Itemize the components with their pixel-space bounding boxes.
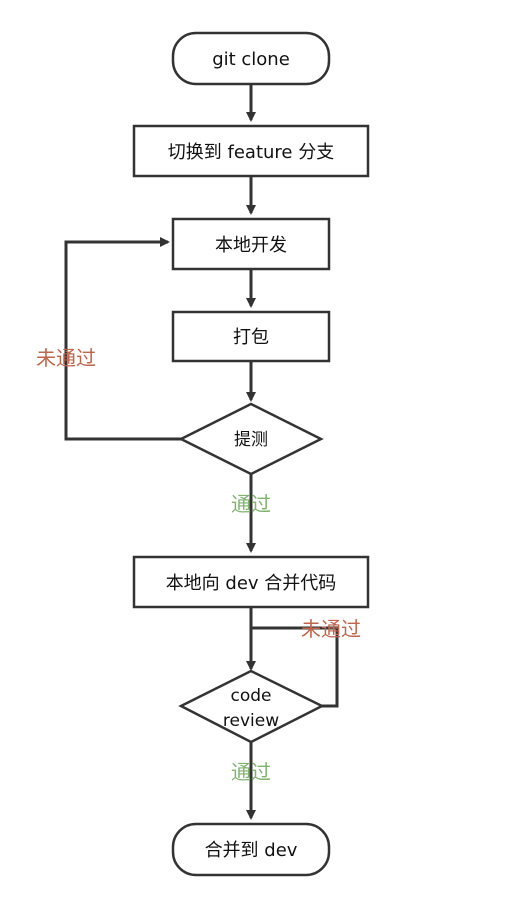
node-test-decision-label: 提测	[234, 430, 268, 450]
node-test-decision: 提测	[178, 402, 324, 476]
node-code-review-decision: code review	[178, 669, 325, 744]
node-checkout-feature-label: 切换到 feature 分支	[168, 142, 334, 163]
node-local-develop: 本地开发	[171, 217, 331, 271]
label-review-pass: 通过	[231, 760, 271, 784]
node-merge-dev-label: 合并到 dev	[205, 840, 298, 861]
node-package-label: 打包	[233, 327, 269, 348]
edge-test-fail-loop	[64, 237, 181, 441]
node-code-review-line1: code	[231, 686, 272, 706]
label-review-fail: 未通过	[301, 617, 361, 641]
node-package: 打包	[171, 310, 331, 363]
node-git-clone: git clone	[171, 31, 331, 86]
node-local-develop-label: 本地开发	[215, 235, 287, 256]
edge-review-fail-loop	[251, 626, 339, 708]
label-test-fail: 未通过	[36, 346, 96, 370]
node-checkout-feature: 切换到 feature 分支	[132, 124, 370, 178]
node-merge-dev: 合并到 dev	[171, 822, 331, 877]
node-code-review-line2: review	[223, 711, 279, 731]
node-merge-local: 本地向 dev 合并代码	[132, 555, 370, 609]
label-test-pass: 通过	[231, 492, 271, 516]
node-merge-local-label: 本地向 dev 合并代码	[166, 573, 337, 594]
node-git-clone-label: git clone	[212, 49, 290, 70]
